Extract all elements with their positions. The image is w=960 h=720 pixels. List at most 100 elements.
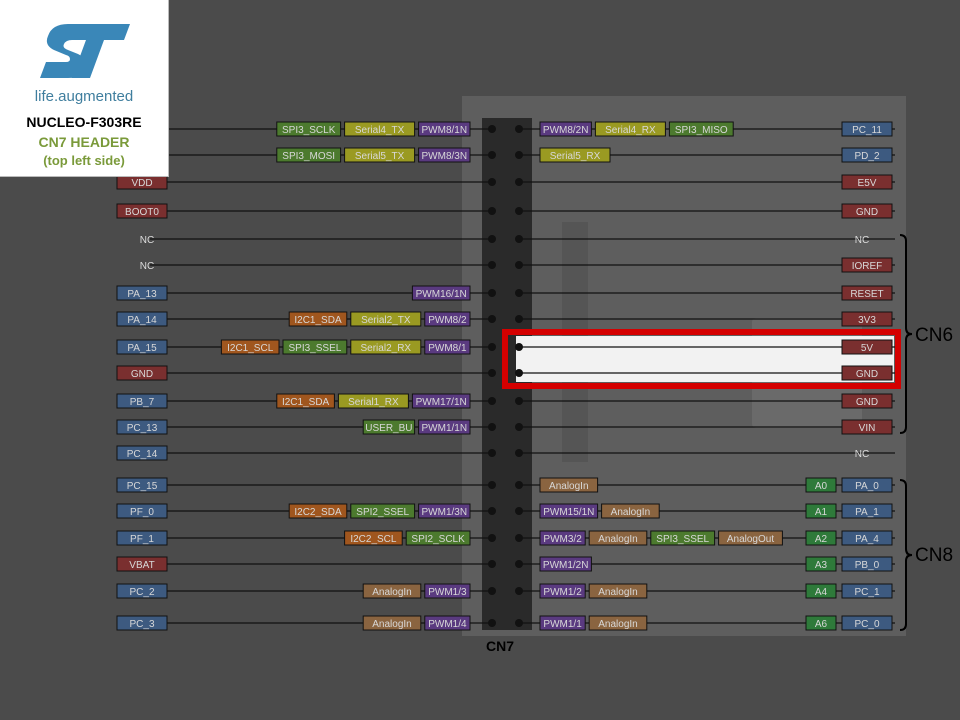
left-func-label-box xyxy=(276,393,335,409)
header-pin xyxy=(515,534,523,542)
right-func-label: PWM1/1 xyxy=(543,619,582,630)
left-func-label: PWM8/1 xyxy=(428,343,467,354)
header-pin xyxy=(488,207,496,215)
right-pin-label-box xyxy=(841,311,893,327)
left-func-label: AnalogIn xyxy=(372,619,411,630)
left-func-label-box xyxy=(288,311,348,327)
right-func-label-group: PWM3/2 xyxy=(539,530,586,546)
left-func-label-group: SPI3_MOSI xyxy=(276,147,342,163)
left-pin-label-box xyxy=(116,365,168,381)
left-func-label-box xyxy=(362,615,422,631)
right-pin-label-group: E5V xyxy=(841,174,893,190)
header-pin xyxy=(515,315,523,323)
left-func-label-box xyxy=(276,121,342,137)
arduino-label: A3 xyxy=(815,560,828,571)
header-pin xyxy=(488,289,496,297)
right-func-label-group: AnalogIn xyxy=(601,503,660,519)
left-pin-label-group: PC_13 xyxy=(116,419,168,435)
left-func-label: PWM8/1N xyxy=(422,125,468,136)
header-pin xyxy=(488,178,496,186)
header-pin xyxy=(488,369,496,377)
header-pin xyxy=(488,587,496,595)
right-func-label-box xyxy=(588,615,648,631)
right-func-label: PWM15/1N xyxy=(543,507,594,518)
right-func-label: SPI3_SSEL xyxy=(656,534,709,545)
left-func-label-box xyxy=(418,121,471,137)
right-pin-label-group: 5V xyxy=(841,339,893,355)
right-func-label-box xyxy=(539,503,599,519)
left-pin-label: PA_14 xyxy=(127,315,157,326)
header-pin xyxy=(488,560,496,568)
left-func-label: PWM16/1N xyxy=(416,289,467,300)
cn6-label: CN6 xyxy=(915,325,953,346)
left-func-label-group: USER_BU xyxy=(362,419,416,435)
arduino-label-box xyxy=(805,530,837,546)
header-pin xyxy=(488,449,496,457)
left-pin-label: PC_3 xyxy=(129,619,154,630)
left-func-label-box xyxy=(424,339,471,355)
left-pin-label-box xyxy=(116,477,168,493)
right-func-label-group: PWM1/1 xyxy=(539,615,586,631)
left-pin-label-group: PA_15 xyxy=(116,339,168,355)
left-pin-label-box xyxy=(116,503,168,519)
header-pin xyxy=(515,560,523,568)
left-func-label: AnalogIn xyxy=(372,587,411,598)
arduino-label-box xyxy=(805,477,837,493)
header-pin xyxy=(488,151,496,159)
right-func-label: AnalogIn xyxy=(549,481,588,492)
right-func-label-box xyxy=(594,121,666,137)
arduino-label-group: A1 xyxy=(805,503,837,519)
header-pin xyxy=(515,619,523,627)
right-func-label: AnalogIn xyxy=(611,507,650,518)
left-pin-label-box xyxy=(116,419,168,435)
right-pin-label-group: GND xyxy=(841,203,893,219)
header-pin xyxy=(488,235,496,243)
right-pin-label-group: PB_0 xyxy=(841,556,893,572)
right-pin-label-group: RESET xyxy=(841,285,893,301)
left-func-label-group: I2C2_SCL xyxy=(344,530,403,546)
cn6-brace xyxy=(899,234,913,434)
header-pin xyxy=(515,235,523,243)
header-pin xyxy=(515,178,523,186)
left-pin-label-group: PC_3 xyxy=(116,615,168,631)
left-func-label: SPI2_SSEL xyxy=(356,507,409,518)
right-pin-label-group: PC_11 xyxy=(841,121,893,137)
left-func-label: PWM8/3N xyxy=(422,151,468,162)
right-pin-label-box xyxy=(841,257,893,273)
header-pin xyxy=(515,423,523,431)
right-pin-label-box xyxy=(841,147,893,163)
left-pin-label-box xyxy=(116,285,168,301)
left-func-label: I2C2_SDA xyxy=(294,507,342,518)
left-func-label-group: PWM1/1N xyxy=(418,419,471,435)
left-func-label-box xyxy=(411,285,471,301)
header-pin xyxy=(515,151,523,159)
right-func-label-box xyxy=(539,615,586,631)
left-pin-label: BOOT0 xyxy=(125,207,159,218)
left-pin-label: PC_15 xyxy=(127,481,158,492)
right-func-label: AnalogIn xyxy=(598,587,637,598)
left-pin-label-group: PA_14 xyxy=(116,311,168,327)
right-func-label-box xyxy=(668,121,734,137)
right-func-label-box xyxy=(539,530,586,546)
right-pin-label: GND xyxy=(856,397,878,408)
left-pin-label-box xyxy=(116,311,168,327)
right-pin-label-box xyxy=(841,530,893,546)
left-func-label-group: SPI3_SCLK xyxy=(276,121,342,137)
header-pin xyxy=(488,315,496,323)
header-pin xyxy=(515,261,523,269)
left-pin-label: NC xyxy=(140,235,154,246)
left-pin-label: PB_7 xyxy=(130,397,155,408)
left-func-label-group: AnalogIn xyxy=(362,615,422,631)
left-func-label-box xyxy=(337,393,409,409)
left-func-label-box xyxy=(362,583,422,599)
right-pin-label-box xyxy=(841,503,893,519)
header-pin xyxy=(515,369,523,377)
left-pin-label-group: GND xyxy=(116,365,168,381)
left-func-label-group: PWM8/1 xyxy=(424,339,471,355)
left-func-label-group: PWM17/1N xyxy=(411,393,471,409)
right-func-label: AnalogOut xyxy=(727,534,774,545)
left-func-label: PWM17/1N xyxy=(416,397,467,408)
arduino-label-box xyxy=(805,583,837,599)
